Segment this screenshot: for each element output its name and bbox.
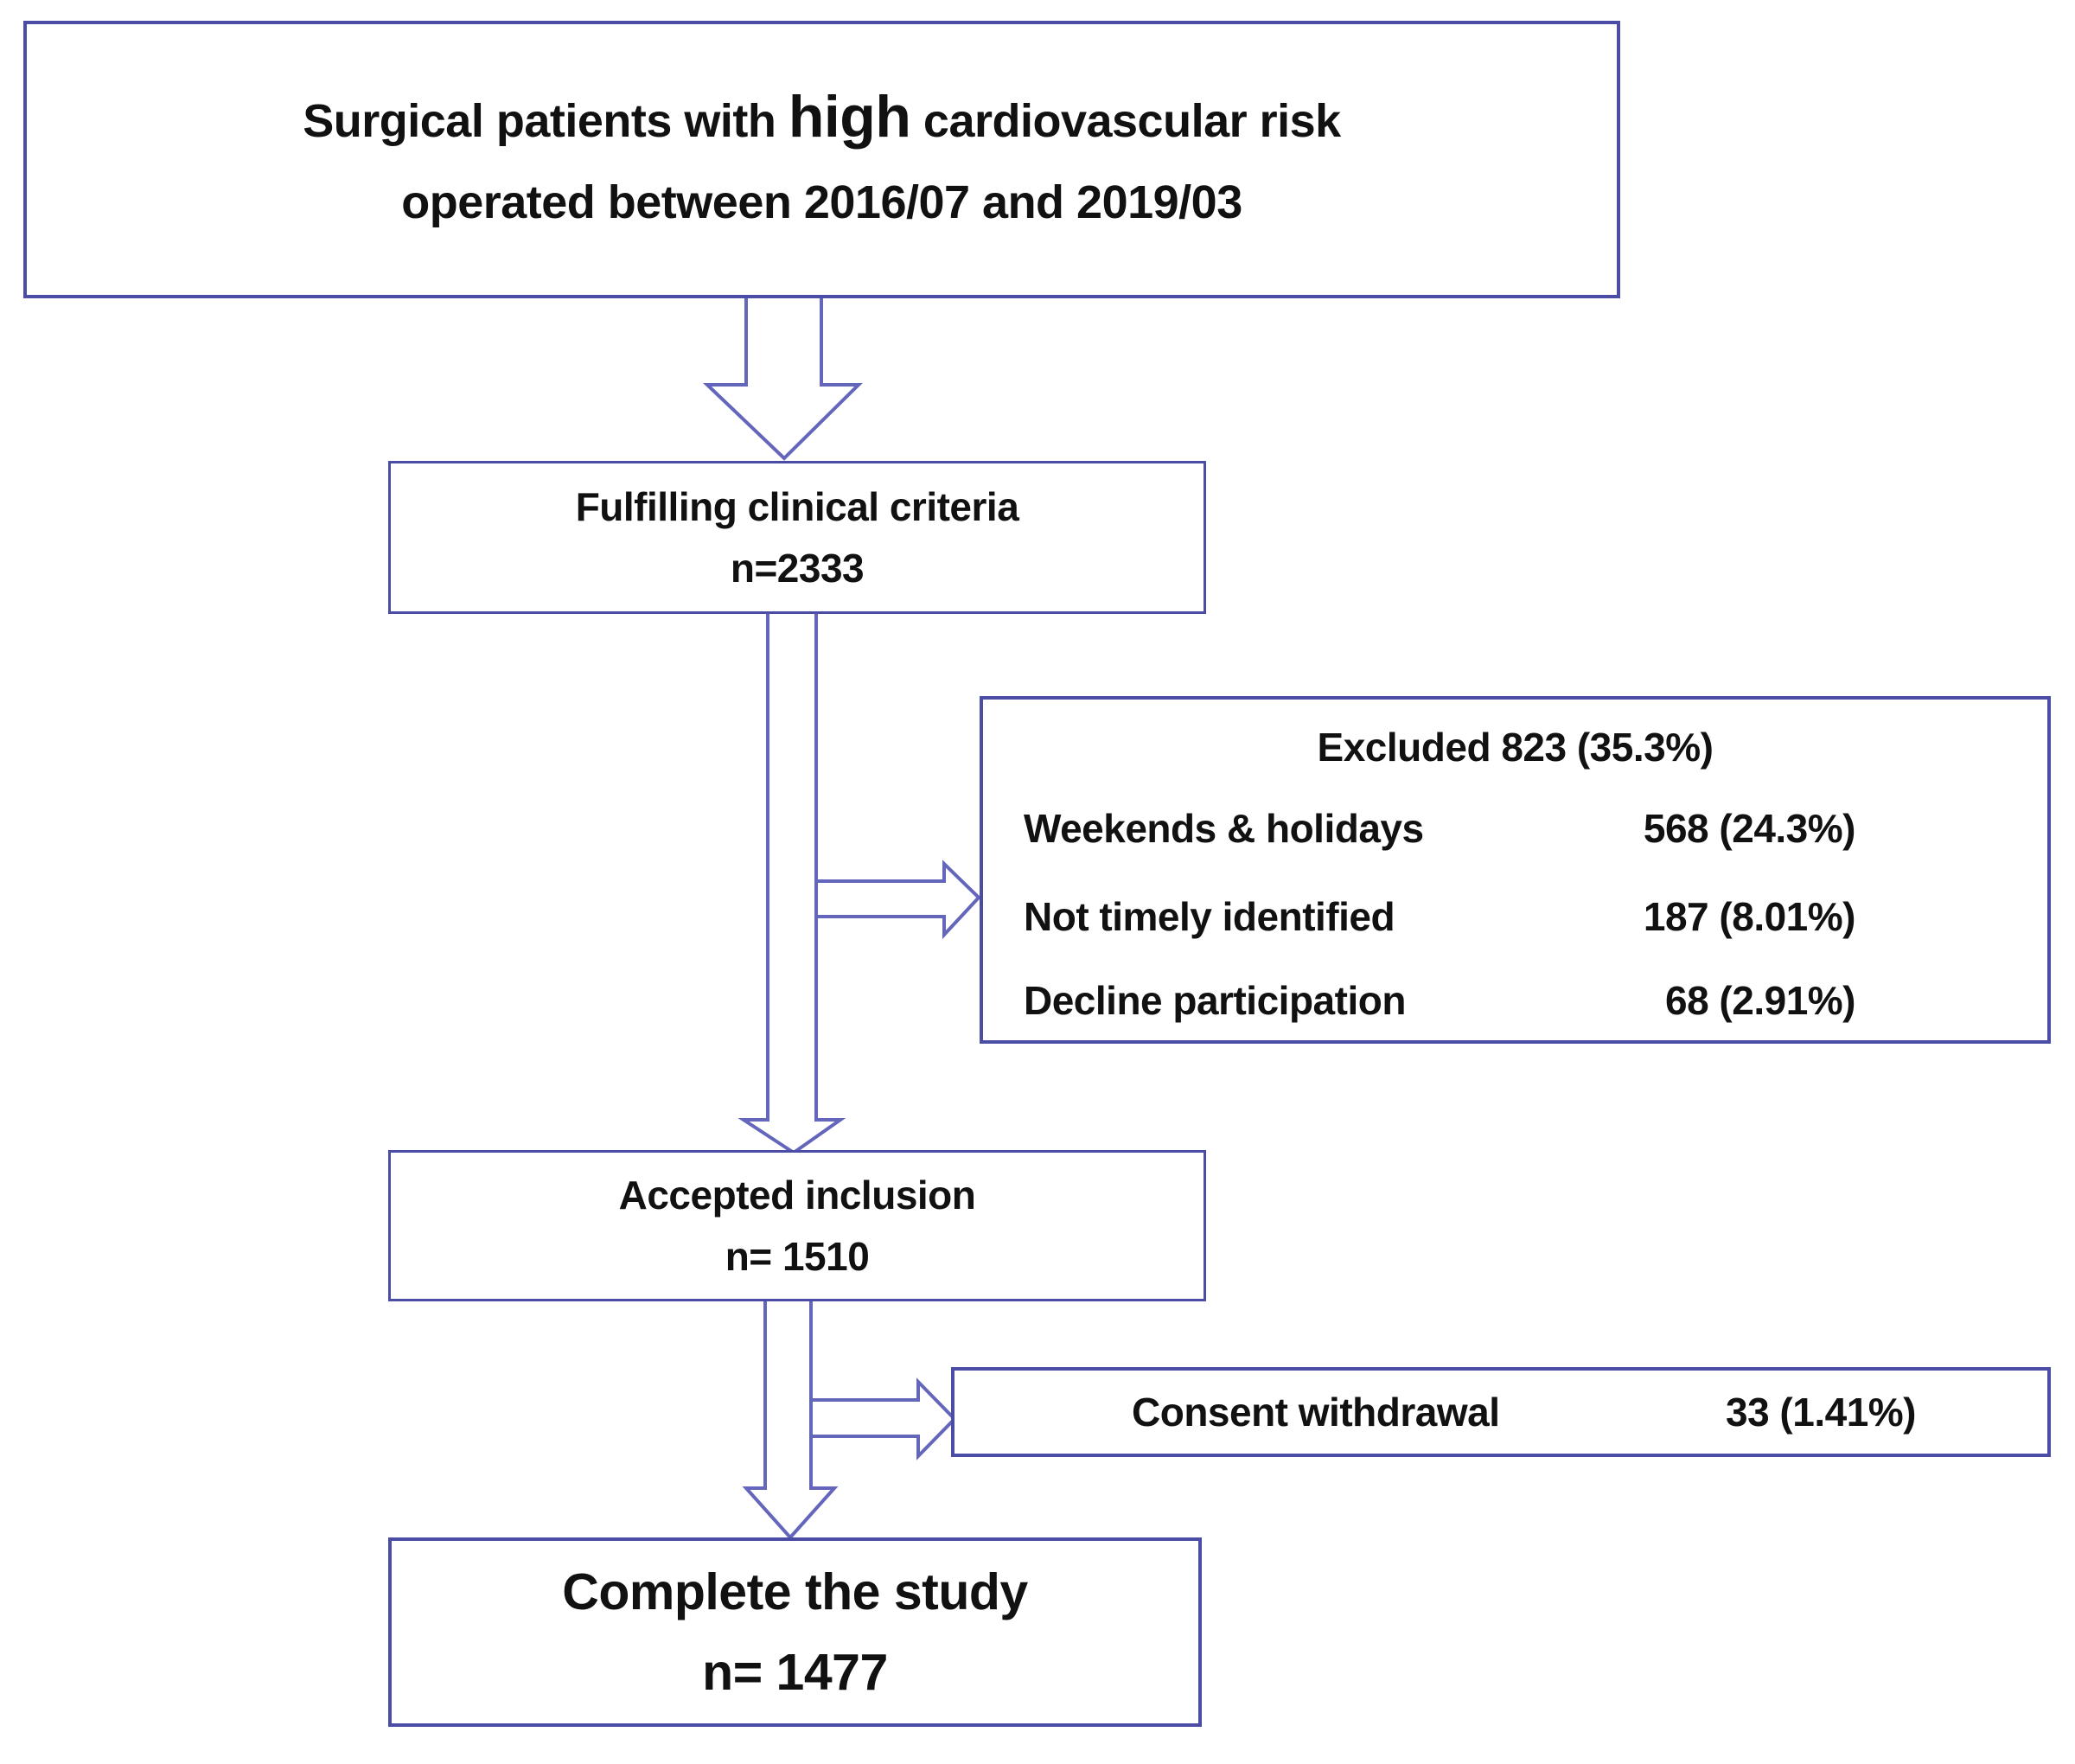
complete-count: n= 1477 — [702, 1643, 888, 1701]
source-line2: operated between 2016/07 and 2019/03 — [401, 176, 1242, 228]
source-population-box: Surgical patients with high cardiovascul… — [23, 21, 1620, 298]
consent-row: Consent withdrawal 33 (1.41%) — [1132, 1371, 1917, 1454]
fulfilling-label: Fulfilling clinical criteria — [575, 483, 1019, 529]
complete-study-box: Complete the study n= 1477 — [388, 1537, 1202, 1727]
consent-label: Consent withdrawal — [1132, 1390, 1500, 1435]
excluded-row-value: 568 (24.3%) — [1643, 806, 1856, 851]
excluded-row-label: Not timely identified — [1024, 894, 1395, 939]
arrow-excluded-branch — [817, 860, 981, 940]
consent-withdrawal-box: Consent withdrawal 33 (1.41%) — [951, 1367, 2051, 1457]
excluded-row: Weekends & holidays 568 (24.3%) — [1024, 805, 1856, 852]
excluded-row-value: 68 (2.91%) — [1664, 978, 1856, 1023]
excluded-box: Excluded 823 (35.3%) Weekends & holidays… — [980, 696, 2051, 1044]
excluded-row-label: Decline participation — [1024, 978, 1406, 1023]
consent-value: 33 (1.41%) — [1725, 1390, 1917, 1435]
fulfilling-criteria-box: Fulfilling clinical criteria n=2333 — [388, 461, 1206, 614]
excluded-row: Decline participation 68 (2.91%) — [1024, 977, 1856, 1024]
source-text-after: cardiovascular risk — [923, 95, 1341, 147]
source-text-emphasis: high — [788, 84, 911, 150]
arrow-source-to-fulfilling — [703, 298, 863, 461]
arrow-consent-branch — [812, 1377, 957, 1460]
accepted-inclusion-box: Accepted inclusion n= 1510 — [388, 1150, 1206, 1301]
excluded-title: Excluded 823 (35.3%) — [1317, 725, 1714, 770]
complete-label: Complete the study — [562, 1563, 1028, 1620]
accepted-label: Accepted inclusion — [618, 1172, 976, 1218]
accepted-count: n= 1510 — [725, 1233, 870, 1279]
excluded-row-label: Weekends & holidays — [1024, 806, 1424, 851]
source-line1: Surgical patients with high cardiovascul… — [303, 76, 1341, 162]
fulfilling-count: n=2333 — [730, 545, 865, 591]
excluded-row: Not timely identified 187 (8.01%) — [1024, 893, 1856, 940]
excluded-row-value: 187 (8.01%) — [1643, 894, 1856, 939]
source-text-before: Surgical patients with — [303, 95, 776, 147]
